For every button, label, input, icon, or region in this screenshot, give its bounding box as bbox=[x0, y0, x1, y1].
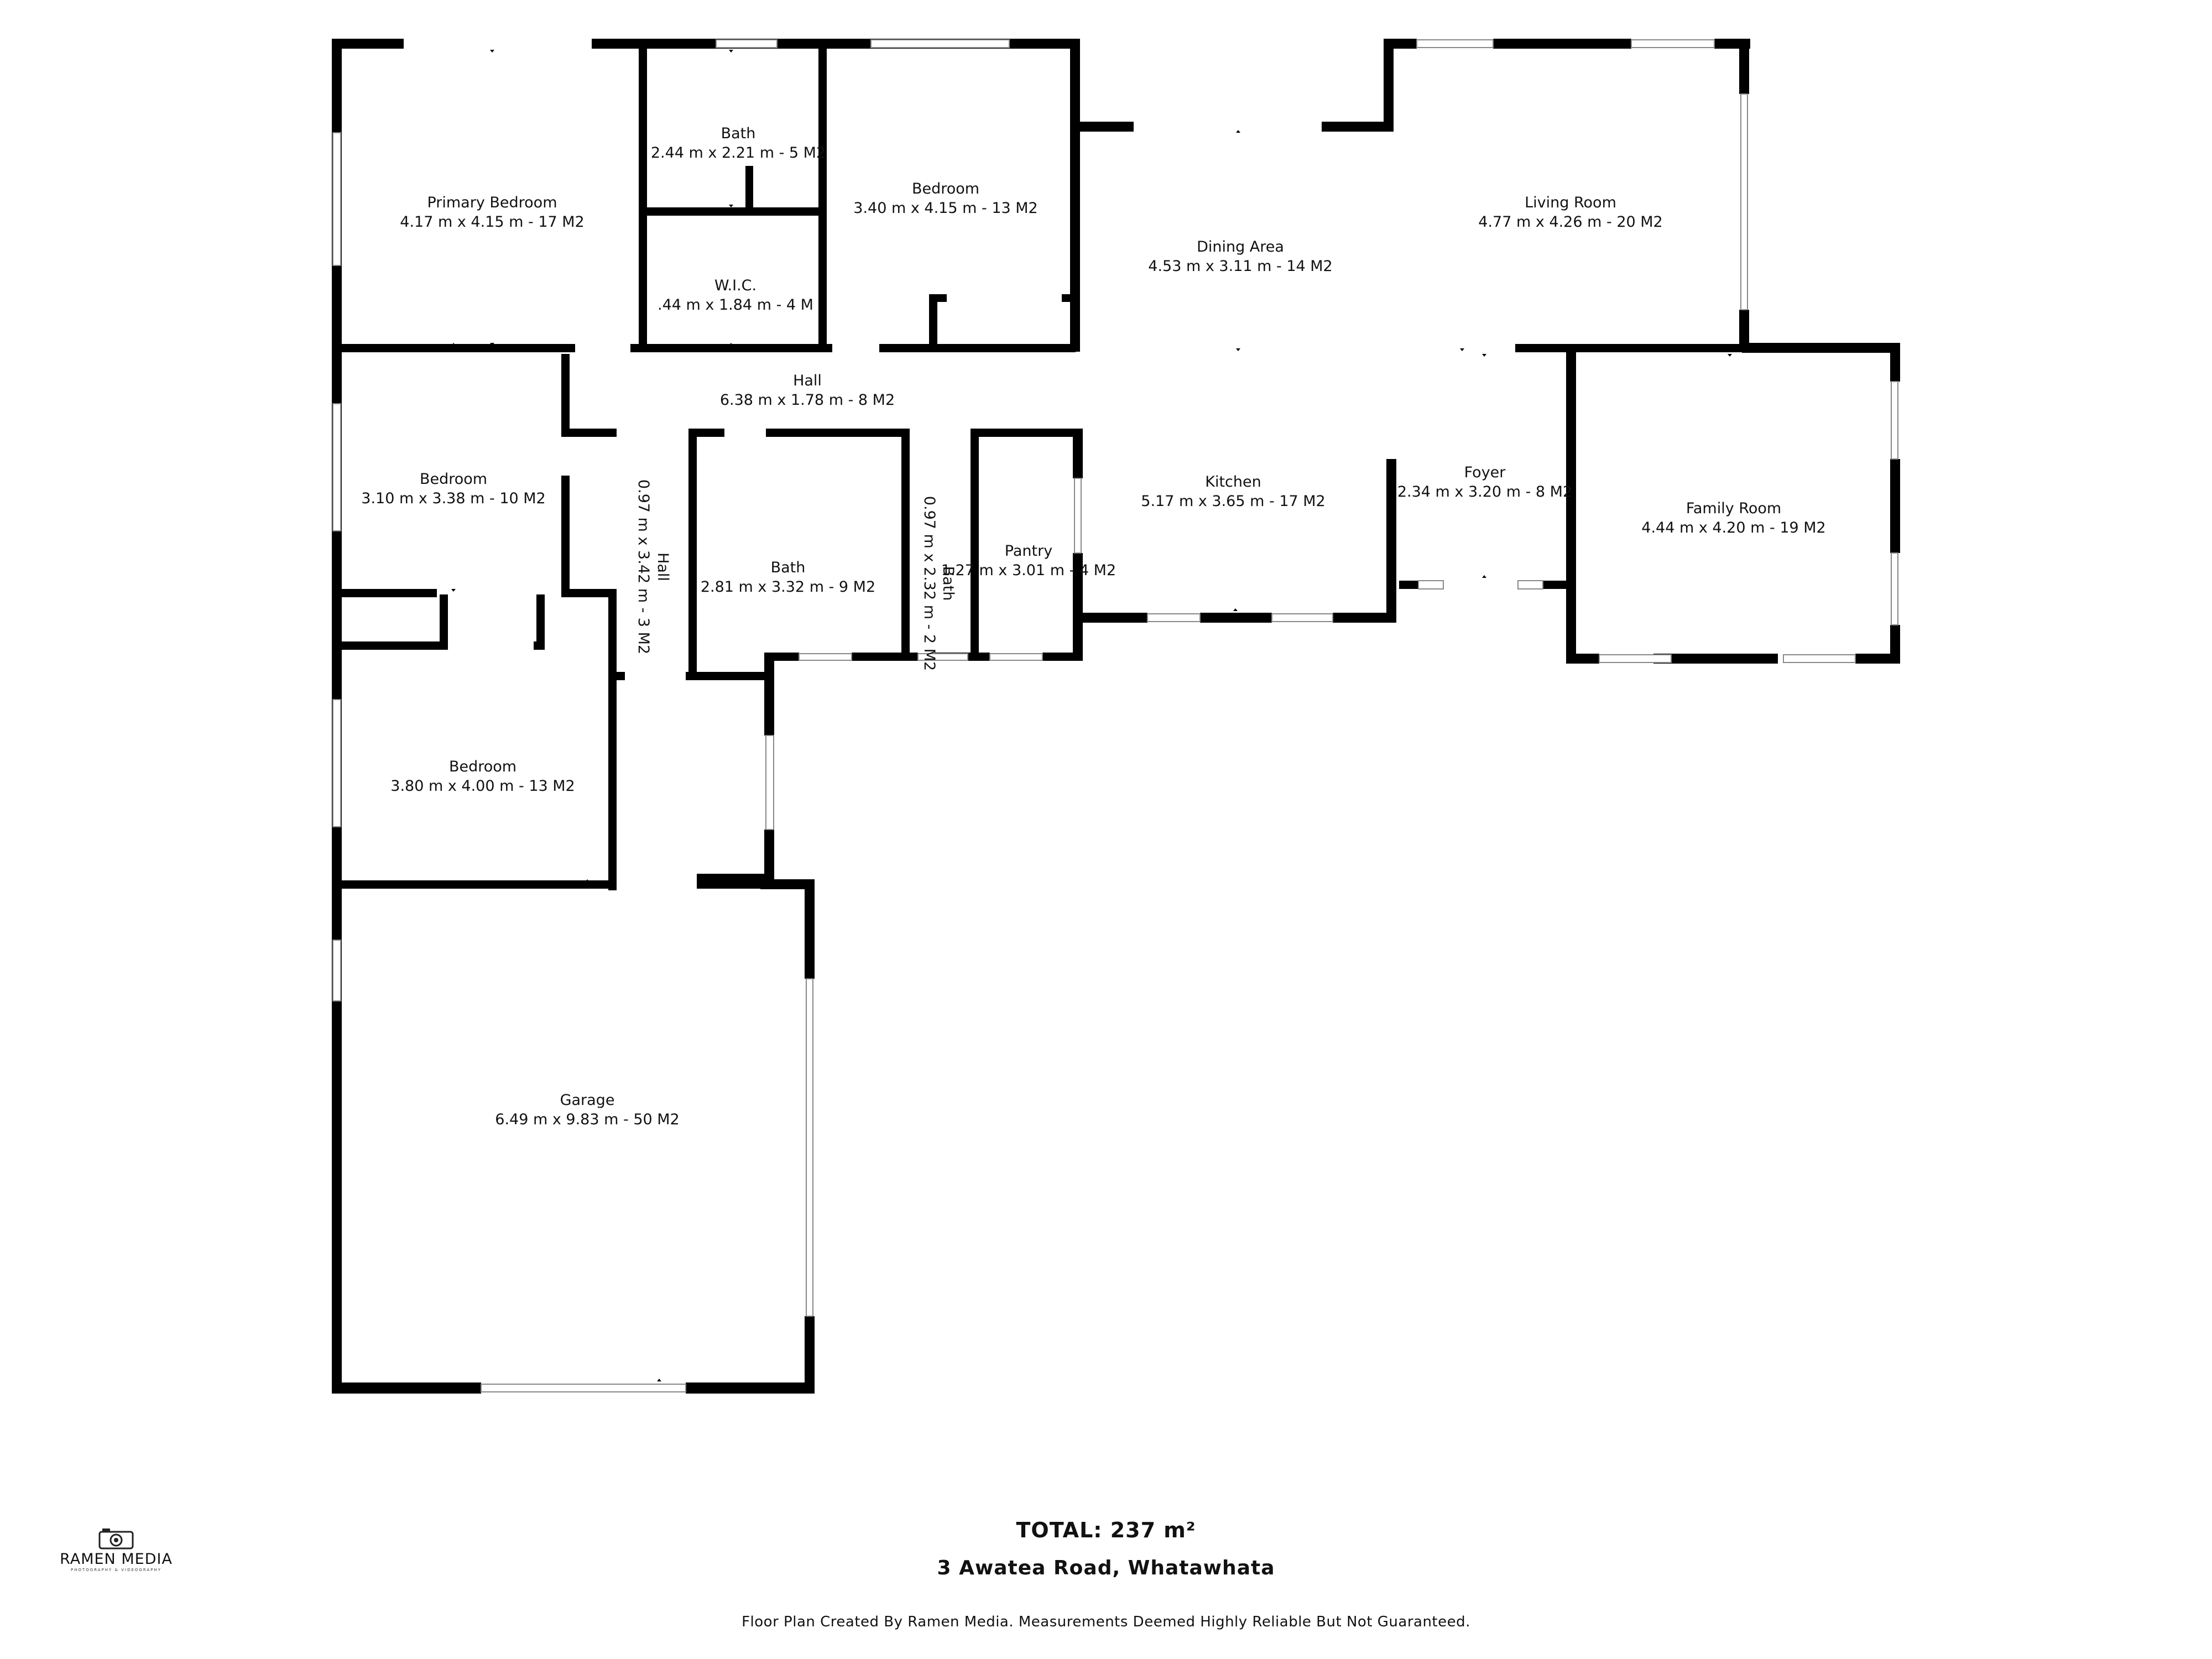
room-dims-wic: .44 m x 1.84 m - 4 M bbox=[658, 296, 813, 314]
room-name-kitchen: Kitchen bbox=[1205, 473, 1261, 491]
room-dims-primary-bedroom: 4.17 m x 4.15 m - 17 M2 bbox=[400, 213, 584, 231]
room-name-bedroom-2: Bedroom bbox=[420, 471, 487, 488]
room-dims-bath-2: 2.81 m x 3.32 m - 9 M2 bbox=[701, 578, 875, 596]
room-dims-dining-area: 4.53 m x 3.11 m - 14 M2 bbox=[1148, 258, 1332, 275]
room-name-foyer: Foyer bbox=[1464, 464, 1506, 481]
room-name-primary-bedroom: Primary Bedroom bbox=[427, 194, 557, 211]
room-dims-kitchen: 5.17 m x 3.65 m - 17 M2 bbox=[1141, 493, 1325, 510]
room-name-bedroom-1: Bedroom bbox=[912, 180, 979, 197]
walls bbox=[332, 39, 1900, 1394]
dimension-markers bbox=[451, 50, 1732, 1381]
disclaimer: Floor Plan Created By Ramen Media. Measu… bbox=[742, 1614, 1470, 1630]
room-name-living-room: Living Room bbox=[1525, 194, 1616, 211]
room-dims-bath-1: 2.44 m x 2.21 m - 5 M2 bbox=[651, 144, 826, 161]
room-name-bath-3: Bath bbox=[940, 566, 957, 601]
room-name-wic: W.I.C. bbox=[714, 277, 757, 294]
room-name-hall-main: Hall bbox=[793, 372, 822, 389]
room-name-hall-vertical: Hall bbox=[654, 552, 671, 581]
logo-brand: RAMEN MEDIA bbox=[60, 1551, 173, 1568]
camera-icon bbox=[98, 1528, 134, 1550]
room-name-family-room: Family Room bbox=[1686, 500, 1781, 517]
windows bbox=[332, 39, 1898, 1392]
room-dims-pantry: 1.27 m x 3.01 m - 4 M2 bbox=[941, 562, 1116, 579]
room-dims-bedroom-2: 3.10 m x 3.38 m - 10 M2 bbox=[361, 490, 545, 507]
total-area: TOTAL: 237 m² bbox=[1016, 1518, 1196, 1542]
room-labels: Primary Bedroom 4.17 m x 4.15 m - 17 M2 … bbox=[361, 125, 1825, 1128]
room-dims-hall-main: 6.38 m x 1.78 m - 8 M2 bbox=[720, 392, 895, 409]
room-dims-living-room: 4.77 m x 4.26 m - 20 M2 bbox=[1478, 213, 1662, 231]
room-dims-garage: 6.49 m x 9.83 m - 50 M2 bbox=[495, 1111, 679, 1128]
room-dims-hall-vertical: 0.97 m x 3.42 m - 3 M2 bbox=[635, 479, 652, 654]
room-dims-bedroom-1: 3.40 m x 4.15 m - 13 M2 bbox=[853, 200, 1037, 217]
room-dims-bath-3: 0.97 m x 2.32 m - 2 M2 bbox=[921, 496, 938, 671]
room-name-bedroom-3: Bedroom bbox=[449, 758, 517, 775]
property-address: 3 Awatea Road, Whatawhata bbox=[937, 1557, 1275, 1579]
room-name-pantry: Pantry bbox=[1005, 542, 1052, 560]
logo-tagline: PHOTOGRAPHY & VIDEOGRAPHY bbox=[71, 1568, 161, 1572]
room-name-garage: Garage bbox=[560, 1092, 615, 1109]
room-name-dining-area: Dining Area bbox=[1197, 238, 1284, 255]
room-dims-family-room: 4.44 m x 4.20 m - 19 M2 bbox=[1641, 519, 1825, 536]
room-name-bath-2: Bath bbox=[771, 559, 806, 576]
ramen-media-logo: RAMEN MEDIA PHOTOGRAPHY & VIDEOGRAPHY bbox=[44, 1526, 188, 1576]
room-dims-foyer: 2.34 m x 3.20 m - 8 M2 bbox=[1397, 483, 1572, 500]
room-name-bath-1: Bath bbox=[721, 125, 756, 142]
room-dims-bedroom-3: 3.80 m x 4.00 m - 13 M2 bbox=[390, 778, 575, 795]
